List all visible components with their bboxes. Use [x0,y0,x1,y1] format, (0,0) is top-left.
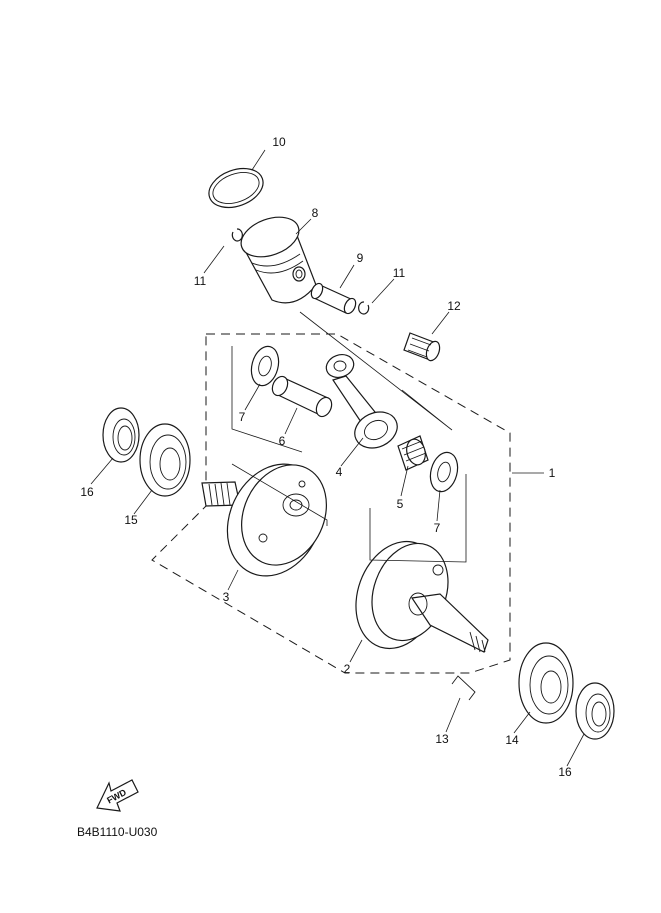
callout-11-left: 11 [194,274,207,288]
callout-5: 5 [397,497,404,511]
callout-11-right: 11 [393,266,406,280]
callout-10: 10 [272,135,286,149]
crank-pin [271,375,333,418]
callout-16-left: 16 [80,485,94,499]
piston-ring [208,167,264,209]
piston [240,216,317,304]
small-end-bearing [403,332,441,362]
crankshaft-left [201,463,327,577]
callout-16-right: 16 [558,765,572,779]
callout-3: 3 [223,590,230,604]
piston-pin [310,282,357,315]
circlip-right [358,301,370,315]
callout-4: 4 [336,465,343,479]
big-end-bearing [397,435,429,471]
callout-15: 15 [124,513,138,527]
connecting-rod [325,354,398,449]
oil-seal-right [575,682,615,740]
callout-2: 2 [344,662,351,676]
oil-seal-left [102,407,140,463]
callout-leaders [90,149,585,767]
woodruff-key [451,675,476,701]
callout-8: 8 [312,206,319,220]
callout-1: 1 [549,466,556,480]
callout-14: 14 [505,733,519,747]
bearing-left [139,423,191,497]
thrust-washer-left [250,345,280,387]
fwd-arrow-icon: FWD [96,779,139,812]
callout-6: 6 [279,434,286,448]
crankshaft-right [355,540,489,653]
washer-group-bracket-left [231,346,303,453]
bearing-right [518,642,574,724]
callout-12: 12 [447,299,461,313]
callout-9: 9 [357,251,364,265]
callout-13: 13 [435,732,449,746]
circlip-left [231,228,243,242]
thrust-washer-right [429,451,459,493]
crankshaft-assembly-boundary [151,333,511,674]
small-end-bracket [299,311,453,431]
washer-group-bracket-right [369,474,467,563]
callout-7-left: 7 [239,410,246,424]
callout-7-right: 7 [434,521,441,535]
crankshaft-left-bracket [231,463,328,526]
diagram-code: B4B1110-U030 [77,825,158,839]
